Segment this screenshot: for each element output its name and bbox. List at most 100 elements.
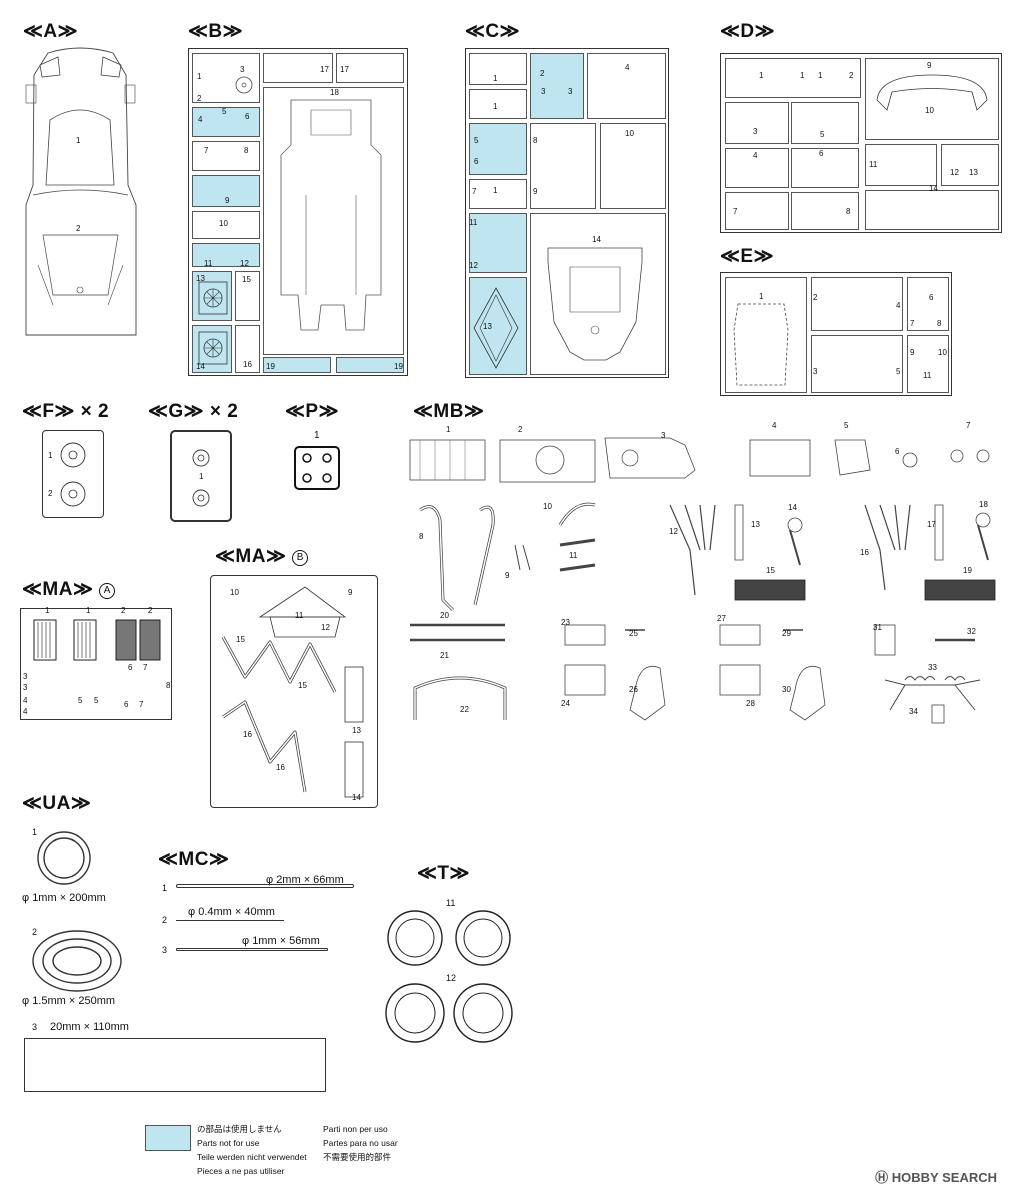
part-num-mb30: 30 — [782, 685, 791, 694]
part-num-b19a: 19 — [266, 362, 275, 371]
part-num-mab11: 11 — [295, 611, 304, 620]
part-num-mb7: 7 — [966, 421, 971, 430]
part-num-c1c: 1 — [493, 186, 498, 195]
part-num-d4: 4 — [753, 151, 758, 160]
part-num-c1b: 1 — [493, 102, 498, 111]
mc-item-3-num: 3 — [162, 945, 168, 955]
part-num-b4: 4 — [198, 115, 203, 124]
part-num-c4: 4 — [625, 63, 630, 72]
part-num-mb25: 25 — [629, 629, 638, 638]
mc-item-3-spec: φ 1mm × 56mm — [242, 935, 320, 947]
f-multiplier: × 2 — [80, 401, 110, 422]
ua-item-1-num: 1 — [32, 827, 38, 837]
part-num-b13: 13 — [196, 274, 205, 283]
ua-item-2-num: 2 — [32, 927, 38, 937]
section-b-title: ≪B≫ — [188, 21, 244, 42]
radiator-part-2 — [198, 331, 228, 365]
part-num-c13: 13 — [483, 322, 492, 331]
runner-g — [170, 430, 232, 522]
part-num-c11: 11 — [469, 218, 478, 227]
mesh-zigzag-parts — [221, 586, 364, 798]
part-num-c3b: 3 — [568, 87, 573, 96]
part-num-a1: 1 — [76, 136, 81, 145]
runner-f — [42, 430, 104, 518]
legend-line-6: Partes para no usar — [323, 1138, 398, 1148]
part-num-mb26: 26 — [629, 685, 638, 694]
wire-coil-2 — [32, 930, 122, 992]
part-num-mab10: 10 — [230, 588, 239, 597]
part-num-mb5: 5 — [844, 421, 849, 430]
part-num-mb21: 21 — [440, 651, 449, 660]
part-num-mb23: 23 — [561, 618, 570, 627]
part-num-d1c: 1 — [818, 71, 823, 80]
hub-part — [192, 449, 210, 507]
part-num-mb11: 11 — [569, 551, 578, 560]
part-num-e1: 1 — [759, 292, 764, 301]
part-num-e3: 3 — [813, 367, 818, 376]
part-num-b2: 2 — [197, 94, 202, 103]
clear-window-part — [733, 303, 789, 386]
part-num-c14: 14 — [592, 235, 601, 244]
ma-a-badge: A — [99, 583, 116, 599]
part-num-p1: 1 — [314, 430, 320, 441]
mc-item-2-spec: φ 0.4mm × 40mm — [188, 906, 275, 918]
wheel-part — [60, 442, 86, 507]
part-num-mb8: 8 — [419, 532, 424, 541]
section-g-title: ≪G≫ × 2 — [148, 401, 239, 422]
part-num-mb28: 28 — [746, 699, 755, 708]
part-num-mb6: 6 — [895, 447, 900, 456]
undertray-part — [547, 247, 643, 361]
part-num-mb9: 9 — [505, 571, 510, 580]
part-num-mb34: 34 — [909, 707, 918, 716]
rear-deflector-part — [473, 287, 519, 369]
legend-line-3: Teile werden nicht verwendet — [197, 1152, 307, 1162]
part-num-f2: 2 — [48, 489, 53, 498]
section-mb-title: ≪MB≫ — [413, 401, 485, 422]
hobby-search-logo-icon: Ⓗ — [875, 1170, 889, 1185]
mc-item-2-num: 2 — [162, 915, 168, 925]
part-num-b18: 18 — [330, 88, 339, 97]
part-num-maa2a: 2 — [121, 606, 126, 615]
part-num-d14: 14 — [929, 184, 938, 193]
part-num-t11: 11 — [446, 898, 456, 908]
part-num-mb10: 10 — [543, 502, 552, 511]
part-num-e9: 9 — [910, 348, 915, 357]
part-num-mab12: 12 — [321, 623, 330, 632]
part-num-maa3a: 3 — [23, 672, 28, 681]
part-num-mb15: 15 — [766, 566, 775, 575]
part-num-mb12: 12 — [669, 527, 678, 536]
part-num-maa7a: 7 — [143, 663, 148, 672]
metal-engine-parts — [409, 437, 996, 724]
part-num-d3: 3 — [753, 127, 758, 136]
mc-rod-3 — [176, 948, 328, 951]
part-num-b3: 3 — [240, 65, 245, 74]
part-num-c6: 6 — [474, 157, 479, 166]
mc-item-1-spec: φ 2mm × 66mm — [266, 874, 344, 886]
ua-item-3-num: 3 — [32, 1022, 38, 1032]
part-num-maa4a: 4 — [23, 696, 28, 705]
part-num-mab16b: 16 — [276, 763, 285, 772]
ua-item-3-spec: 20mm × 110mm — [50, 1021, 129, 1033]
part-num-mb16: 16 — [860, 548, 869, 557]
part-num-d1a: 1 — [759, 71, 764, 80]
part-num-a2: 2 — [76, 224, 81, 233]
legend-line-1: の部品は使用しません — [197, 1124, 282, 1134]
part-num-maa5a: 5 — [78, 696, 83, 705]
poly-cap-part — [294, 446, 340, 490]
rear-wing-part — [876, 74, 988, 111]
part-num-b11: 11 — [204, 259, 213, 268]
part-num-b8: 8 — [244, 146, 249, 155]
part-num-d6: 6 — [819, 149, 824, 158]
part-num-e8: 8 — [937, 319, 942, 328]
part-num-b5: 5 — [222, 107, 227, 116]
part-num-c9: 9 — [533, 187, 538, 196]
part-num-mb31: 31 — [873, 623, 882, 632]
part-num-t12: 12 — [446, 973, 457, 983]
part-num-b7: 7 — [204, 146, 209, 155]
part-num-d11: 11 — [869, 160, 878, 169]
legend-line-2: Parts not for use — [197, 1138, 260, 1148]
part-num-c5: 5 — [474, 136, 479, 145]
part-num-b17b: 17 — [340, 65, 349, 74]
ua-item-1-spec: φ 1mm × 200mm — [22, 892, 106, 904]
part-num-maa2b: 2 — [148, 606, 153, 615]
